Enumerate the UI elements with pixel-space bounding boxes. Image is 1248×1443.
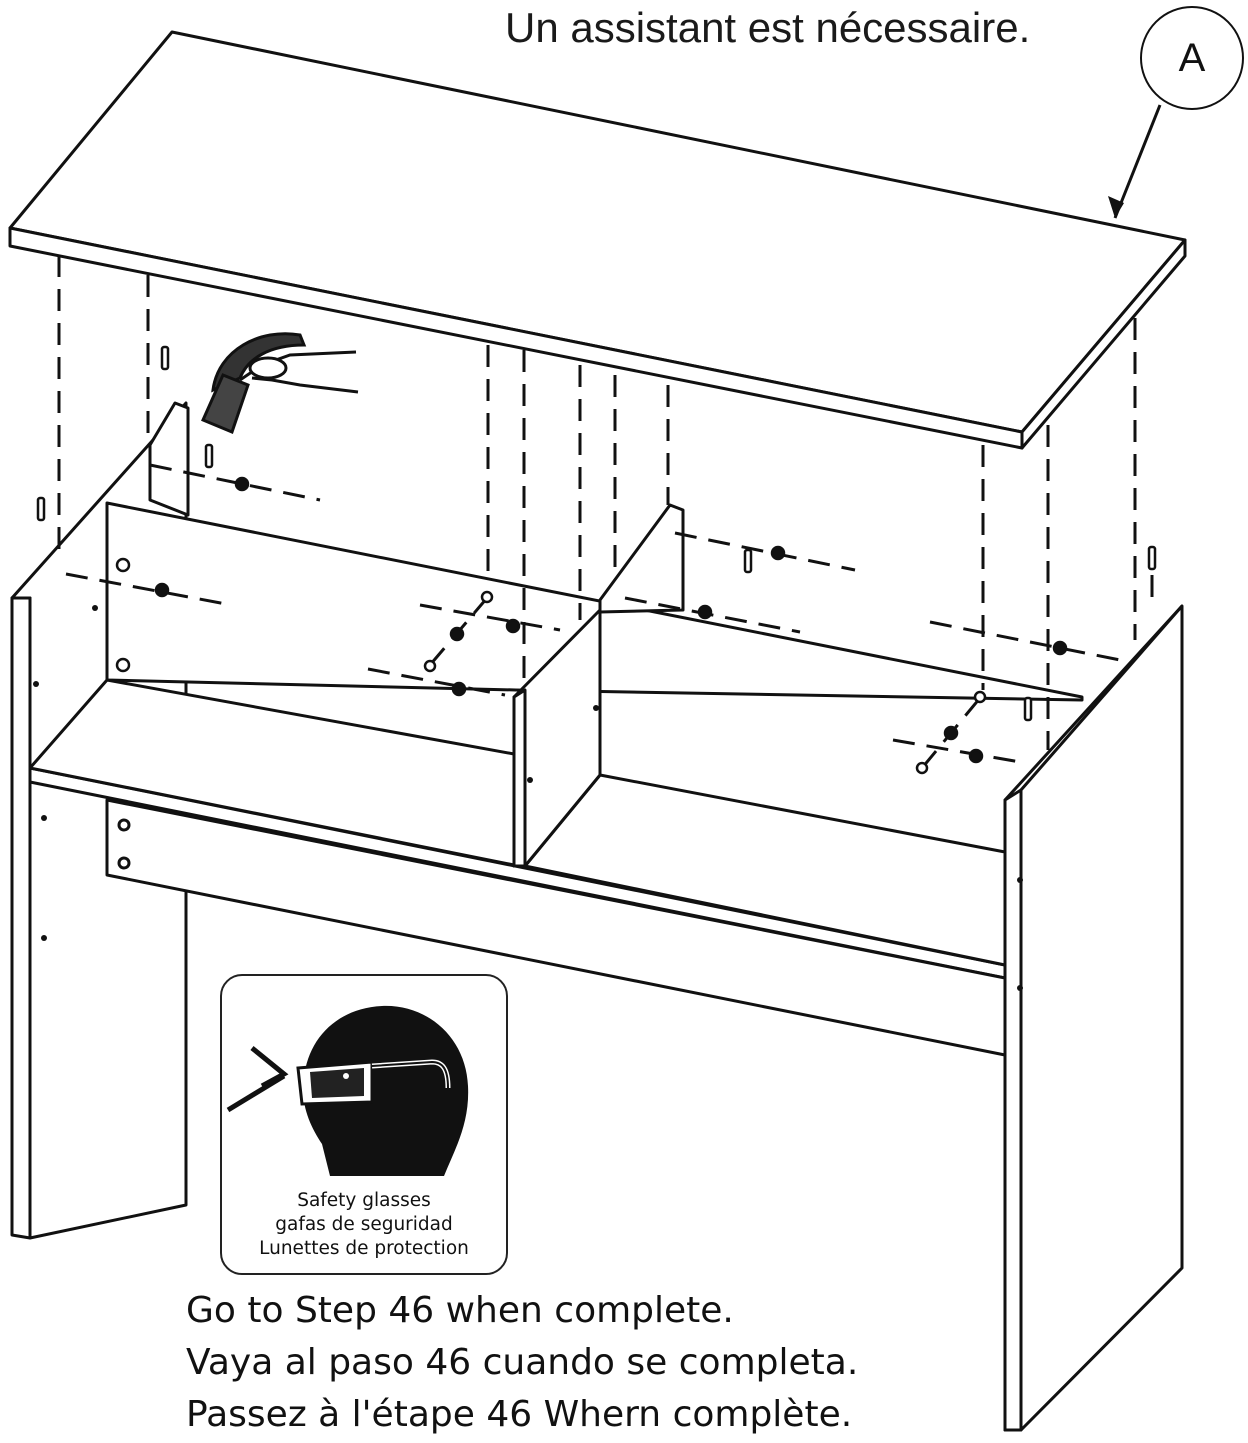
hutch-back-holes: [115, 557, 131, 673]
footer-line-es: Vaya al paso 46 cuando se completa.: [186, 1342, 859, 1383]
callout-leader: [1108, 104, 1162, 219]
center-upright: [598, 503, 685, 614]
left-upright: [148, 401, 190, 517]
callout-label: A: [1178, 35, 1206, 80]
right-side-panel: [1003, 604, 1184, 1432]
safety-notice: Safety glasses gafas de seguridad Lunett…: [220, 974, 508, 1275]
alignment-lines: [57, 255, 1154, 769]
callout-a: A: [1140, 6, 1244, 110]
safety-caption-en: Safety glasses: [297, 1190, 431, 1211]
safety-caption-es: gafas de seguridad: [275, 1214, 453, 1235]
safety-glasses-icon: [226, 1005, 469, 1176]
footer-line-fr: Passez à l'étape 46 Whern complète.: [186, 1394, 853, 1435]
fasteners: [36, 345, 1157, 775]
hutch-back-panel: [105, 501, 1084, 702]
panel-holes: [33, 605, 1023, 991]
footer-line-en: Go to Step 46 when complete.: [186, 1290, 734, 1331]
center-divider: [512, 608, 602, 868]
safety-caption-fr: Lunettes de protection: [259, 1238, 469, 1259]
top-panel-a: [8, 30, 1187, 450]
desk-front-rail: [28, 766, 1007, 1057]
hammer-icon: [201, 332, 359, 434]
assistant-note: Un assistant est nécessaire.: [505, 4, 1031, 51]
